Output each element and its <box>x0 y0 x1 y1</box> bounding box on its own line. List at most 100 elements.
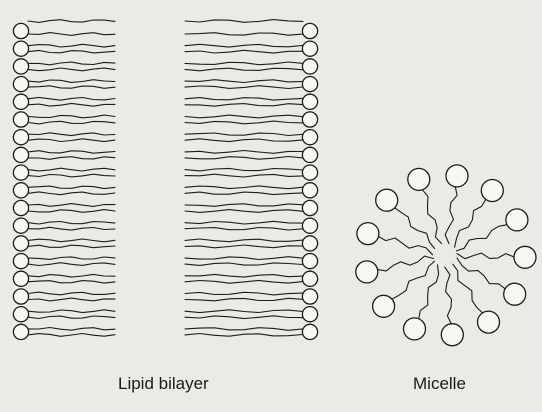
lipid-tail <box>185 121 303 124</box>
lipid-tail <box>185 44 303 47</box>
lipid-tail <box>28 115 115 118</box>
lipid-head <box>302 307 317 322</box>
lipid <box>185 41 318 56</box>
lipid-head <box>302 130 317 145</box>
lipid-head <box>514 246 536 268</box>
lipid-tail <box>28 328 115 331</box>
lipid-tail <box>28 210 115 213</box>
lipid <box>185 218 318 233</box>
lipid-tail <box>28 168 115 171</box>
lipid-tail <box>28 139 115 142</box>
lipid-head <box>481 180 503 202</box>
lipid-head <box>13 254 28 269</box>
lipid-tail <box>185 239 303 242</box>
lipid-head <box>478 311 500 333</box>
micelle-lipid <box>441 267 463 346</box>
lipid-tail <box>28 334 115 337</box>
lipid-head <box>13 200 28 215</box>
lipid-head <box>302 41 317 56</box>
lipid-tail <box>445 187 457 244</box>
lipid <box>13 20 115 39</box>
micelle-lipid <box>457 258 526 305</box>
lipid <box>185 324 318 339</box>
lipid-tail <box>28 86 115 89</box>
lipid-tail <box>28 274 115 277</box>
lipid-tail <box>28 239 115 242</box>
lipid-tail <box>185 257 303 260</box>
lipid-tail <box>28 186 115 189</box>
lipid <box>185 112 318 127</box>
lipid-head <box>373 295 395 317</box>
lipid-head <box>302 59 317 74</box>
lipid <box>185 94 318 109</box>
lipid-tail <box>28 192 115 195</box>
micelle-lipid <box>445 165 468 244</box>
lipid <box>185 165 318 180</box>
lipid-tail <box>185 174 303 177</box>
lipid-tail <box>185 33 303 36</box>
lipid <box>13 271 115 286</box>
lipid <box>13 183 115 198</box>
lipid-tail <box>185 310 303 313</box>
lipid-tail <box>185 186 303 189</box>
lipid-tail <box>28 245 115 248</box>
lipid-head <box>302 218 317 233</box>
lipid <box>13 200 115 215</box>
lipid-head <box>357 223 379 245</box>
lipid-tail <box>185 334 303 337</box>
lipid-tail <box>185 221 303 224</box>
lipid-tail <box>28 263 115 266</box>
lipid-head <box>302 200 317 215</box>
micelle-lipid <box>373 261 435 317</box>
lipid-head <box>504 283 526 305</box>
lipid-tail <box>28 310 115 313</box>
lipid-tail <box>28 157 115 160</box>
lipid-tail <box>185 280 303 283</box>
lipid-head <box>302 254 317 269</box>
lipid-tail <box>419 265 439 319</box>
lipid-tail <box>185 192 303 195</box>
lipid-tail <box>28 80 115 83</box>
lipid-tail <box>185 204 303 207</box>
lipid-tail <box>28 174 115 177</box>
lipid-tail <box>28 62 115 65</box>
lipid-tail <box>28 121 115 124</box>
lipid-tail <box>185 151 303 154</box>
lipid <box>185 289 318 304</box>
lipid-head <box>13 23 28 38</box>
lipid <box>13 112 115 127</box>
lipid-tail <box>28 44 115 47</box>
micelle-lipid <box>357 223 433 255</box>
lipid-head <box>13 77 28 92</box>
micelle-lipid <box>455 180 504 248</box>
lipid-head <box>302 165 317 180</box>
lipid <box>185 271 318 286</box>
lipid-tail <box>185 50 303 53</box>
lipid-tail <box>457 258 505 289</box>
lipid-tail <box>28 222 115 225</box>
lipid-head <box>13 59 28 74</box>
lipid <box>13 218 115 233</box>
lipid-tail <box>378 256 434 271</box>
bilayer-left-leaflet <box>13 20 115 340</box>
lipid-head <box>302 23 317 38</box>
lipid-tail <box>185 86 303 89</box>
lipid-head <box>441 324 463 346</box>
lipid-tail <box>28 281 115 284</box>
lipid <box>185 183 318 198</box>
lipid <box>185 236 318 251</box>
micelle-lipid <box>404 265 439 340</box>
lipid <box>13 236 115 251</box>
micelle-lipid <box>457 246 536 268</box>
lipid-tail <box>185 157 303 160</box>
lipid-head <box>302 112 317 127</box>
lipid <box>185 130 318 145</box>
lipid-tail <box>185 139 303 142</box>
lipid-head <box>302 147 317 162</box>
lipid-head <box>302 236 317 251</box>
lipid <box>185 307 318 322</box>
lipid-tail <box>185 20 303 23</box>
lipid <box>13 254 115 269</box>
lipid <box>185 59 318 74</box>
lipid-tail <box>185 292 303 295</box>
